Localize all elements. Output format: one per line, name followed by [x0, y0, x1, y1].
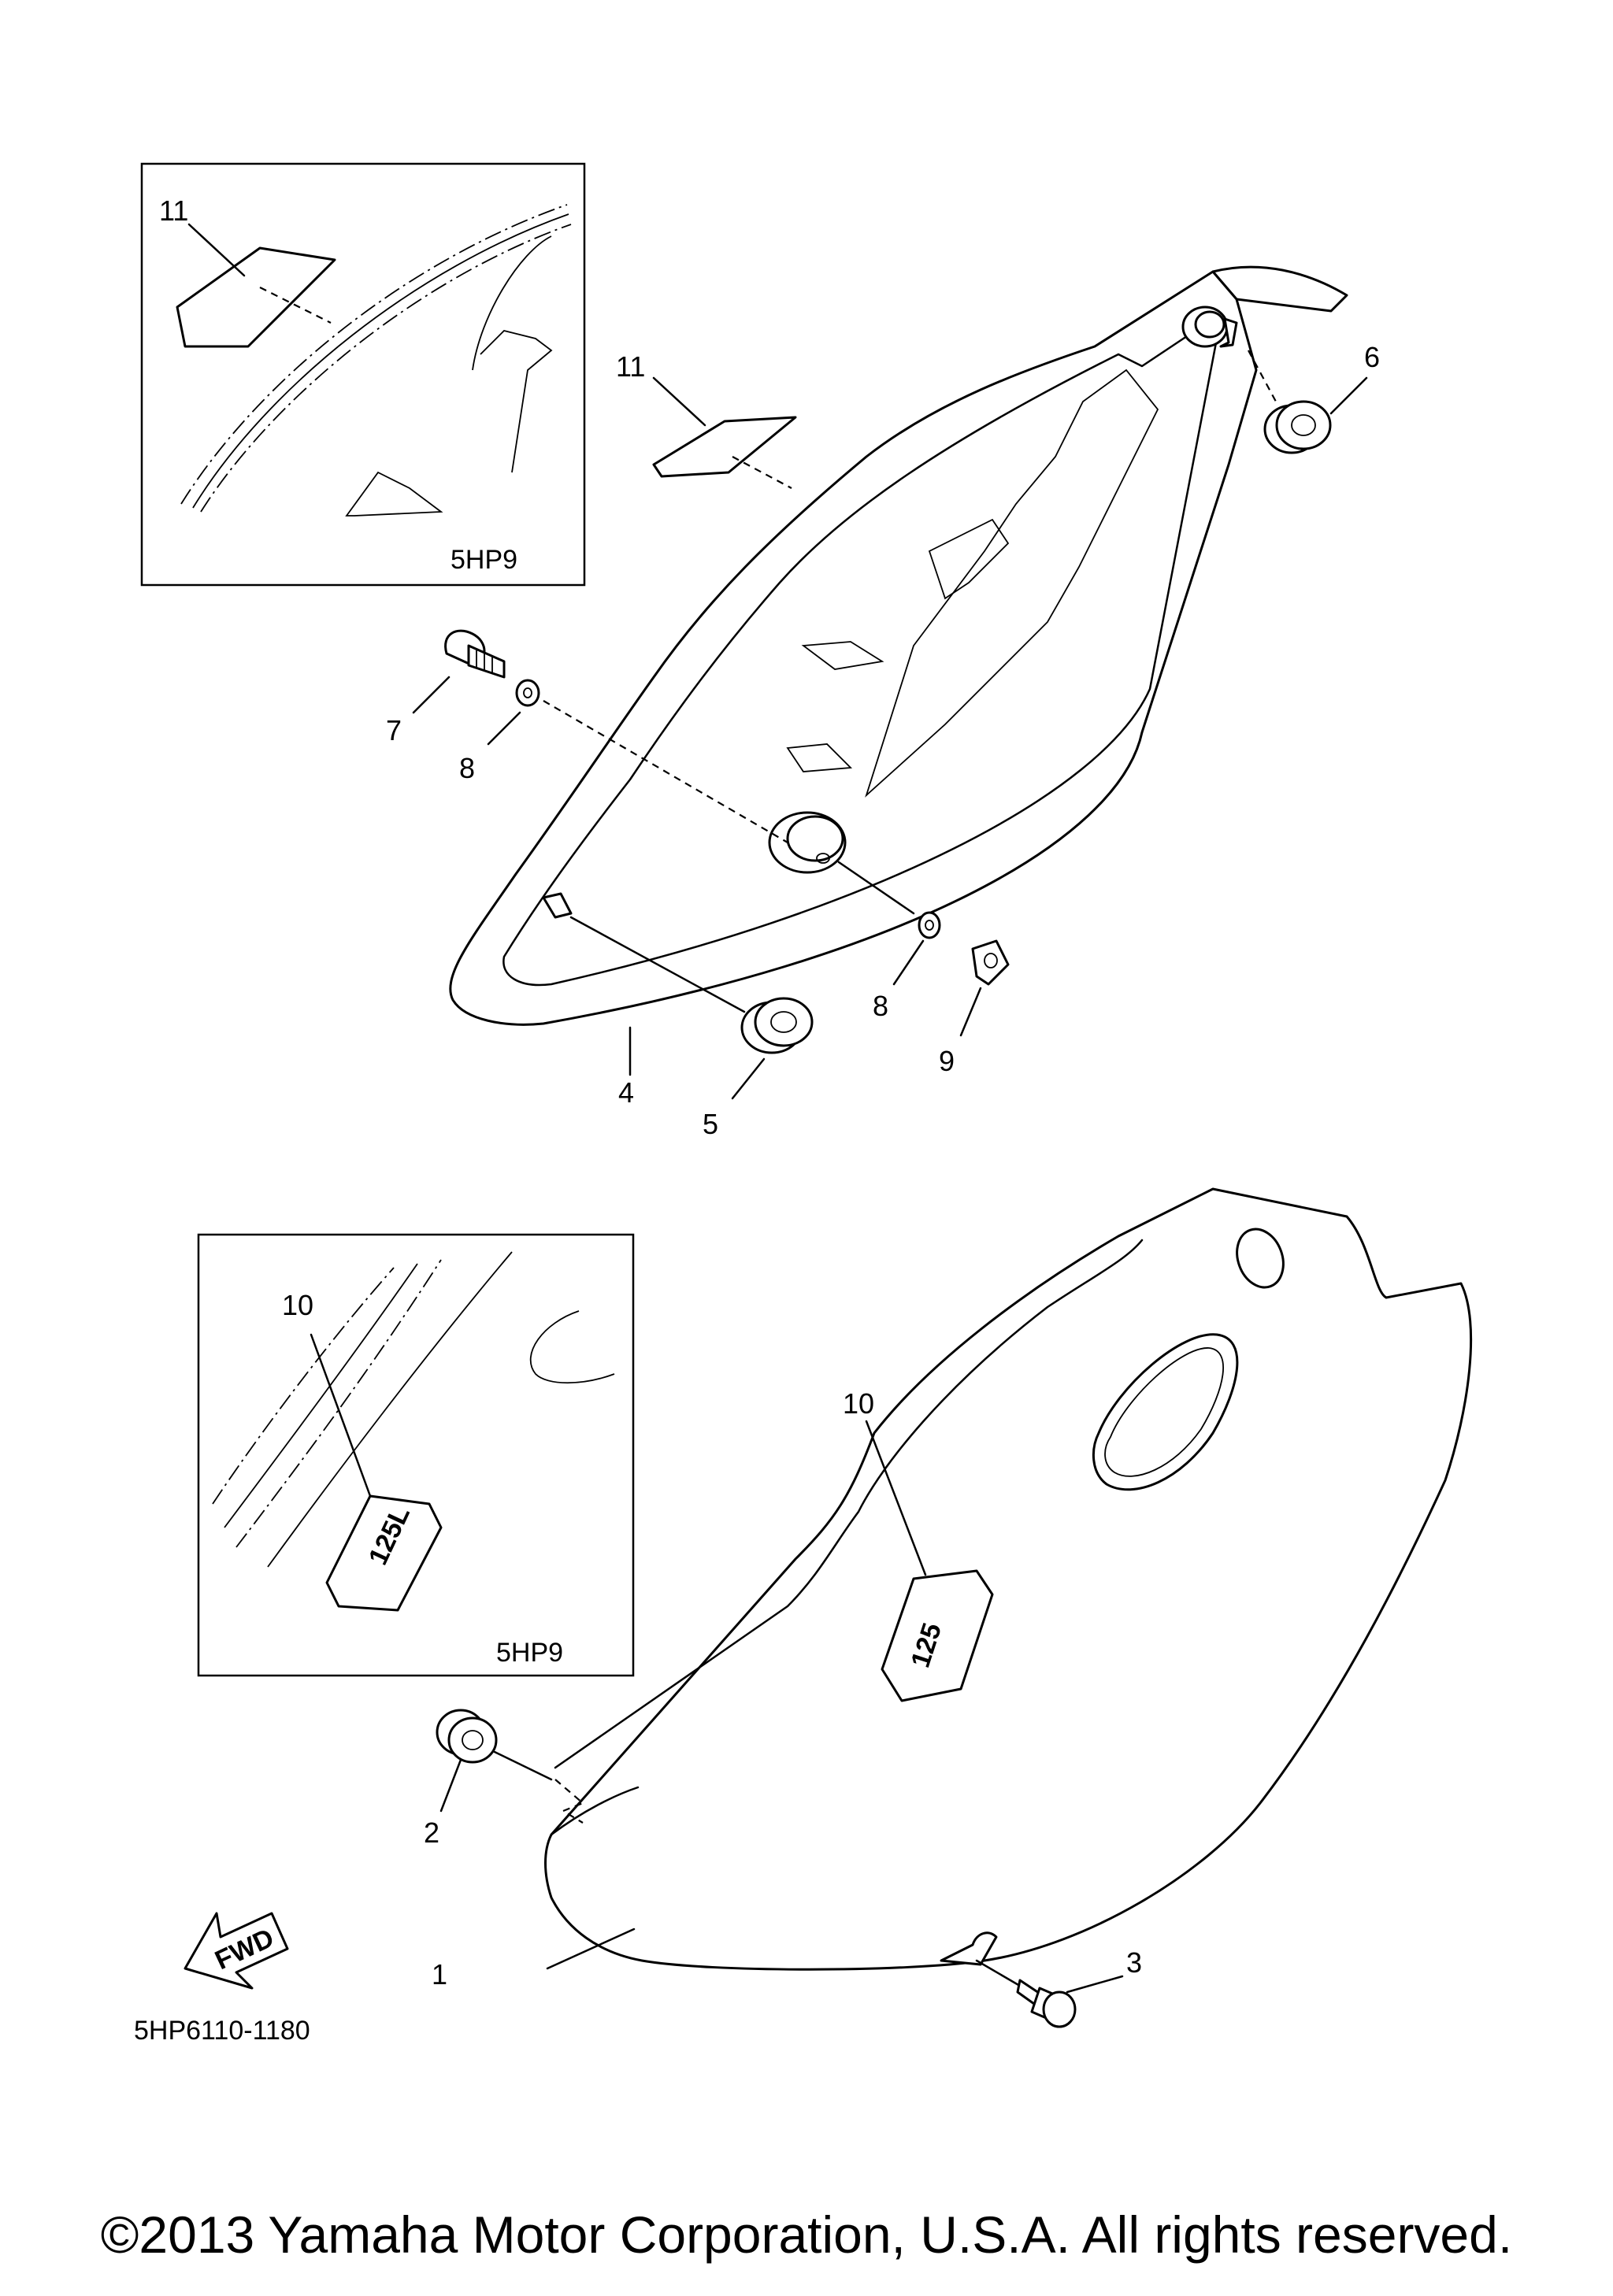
washer-8b: 8 — [837, 861, 941, 1022]
decal-11-main — [652, 416, 797, 478]
callout-11-inset: 11 — [159, 194, 188, 227]
inset-bottom-model-code: 5HP9 — [496, 1638, 563, 1668]
clip-nut-9: 9 — [939, 939, 1010, 1077]
inset-top-model-code: 5HP9 — [451, 545, 517, 575]
callout-10-main: 10 — [843, 1387, 874, 1420]
callout-8b: 8 — [873, 990, 888, 1022]
bolt-7: 7 — [386, 629, 506, 746]
callout-1: 1 — [432, 1958, 447, 1990]
callout-4: 4 — [618, 1076, 634, 1109]
fwd-arrow-icon: FWD — [184, 1912, 289, 1990]
callout-7: 7 — [386, 714, 402, 746]
drawing-number: 5HP6110-1180 — [134, 2016, 310, 2046]
side-cover-1: 1 — [432, 1187, 1473, 1990]
grommet-6: 6 — [1248, 341, 1380, 454]
inset-box-top: 11 5HP9 — [140, 162, 586, 587]
copyright-notice: ©2013 Yamaha Motor Corporation, U.S.A. A… — [100, 2205, 1513, 2264]
grommet-5: 5 — [569, 916, 814, 1140]
inset-box-bottom: 125L 10 5HP9 — [197, 1233, 635, 1677]
callout-10-inset: 10 — [282, 1289, 313, 1321]
callout-6: 6 — [1364, 341, 1380, 373]
emblem-125-main: 125 10 — [843, 1387, 994, 1702]
grommet-2: 2 — [424, 1709, 553, 1849]
callout-11-main: 11 — [616, 350, 645, 383]
callout-9: 9 — [939, 1045, 955, 1077]
decal-11-inset — [176, 246, 336, 348]
bolt-3: 3 — [975, 1946, 1142, 2028]
washer-8a: 8 — [459, 679, 788, 843]
callout-3: 3 — [1126, 1946, 1142, 1979]
callout-5: 5 — [703, 1108, 718, 1140]
side-cover-frame-4 — [449, 265, 1348, 1026]
callout-2: 2 — [424, 1816, 439, 1849]
callout-8a: 8 — [459, 752, 475, 784]
